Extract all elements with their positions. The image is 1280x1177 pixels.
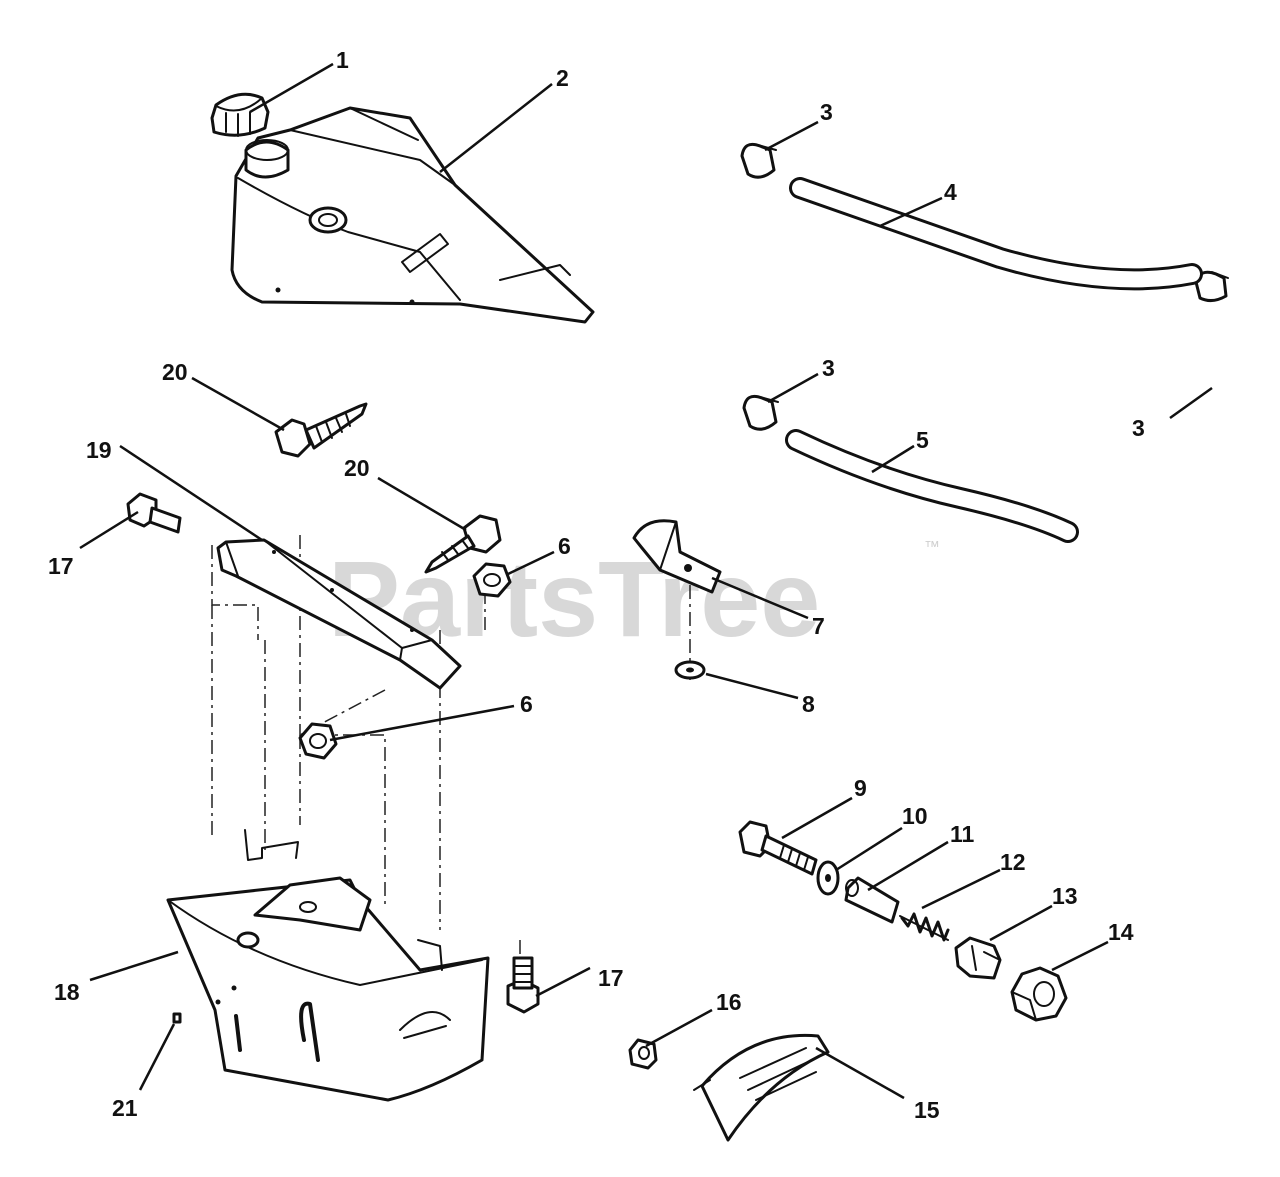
washer-icon[interactable]: [674, 660, 706, 680]
callout-14: 14: [1108, 919, 1134, 945]
pin-icon[interactable]: [172, 1012, 182, 1024]
screw-icon-upper[interactable]: [274, 402, 368, 458]
callout-15: 15: [914, 1097, 940, 1123]
callout-13: 13: [1052, 883, 1078, 909]
leader-lines: [79, 62, 1213, 1100]
assembly-lines: [211, 535, 691, 990]
bolt-icon-upper-left[interactable]: [126, 492, 182, 534]
screw-icon-lower[interactable]: [424, 514, 502, 574]
fuel-line-upper-icon[interactable]: [789, 177, 1203, 291]
small-nut-icon[interactable]: [628, 1038, 658, 1070]
callout-3-middle: 3: [822, 355, 835, 381]
gauge-plate-icon[interactable]: [693, 1033, 830, 1142]
callout-21: 21: [112, 1095, 138, 1121]
callout-12: 12: [1000, 849, 1026, 875]
cap-icon[interactable]: [210, 92, 270, 137]
callout-17-lower: 17: [598, 965, 624, 991]
bushing-clip-icon[interactable]: [954, 936, 1002, 980]
callout-labels: 1 2 3 4 3 3 5 6 6 7 8 9 10 11 12 13 14 1…: [48, 47, 1145, 1123]
bolt-icon-lower[interactable]: [506, 956, 540, 1014]
flat-washer-icon[interactable]: [816, 860, 840, 896]
callout-10: 10: [902, 803, 928, 829]
support-bracket-icon[interactable]: [216, 538, 462, 690]
callout-7: 7: [812, 613, 825, 639]
hose-clamp-icon-middle[interactable]: [742, 394, 779, 431]
fuel-line-lower-icon[interactable]: [785, 429, 1079, 543]
callout-1: 1: [336, 47, 349, 73]
long-bolt-icon[interactable]: [738, 820, 818, 876]
callout-6-lower: 6: [520, 691, 533, 717]
callout-3-top-left: 3: [820, 99, 833, 125]
callout-19: 19: [86, 437, 112, 463]
bearing-block-icon[interactable]: [1010, 966, 1068, 1022]
callout-20-upper: 20: [162, 359, 188, 385]
spacer-sleeve-icon[interactable]: [844, 876, 900, 924]
clip-bracket-icon[interactable]: [632, 519, 722, 594]
callout-4: 4: [944, 179, 957, 205]
dash-panel-icon[interactable]: [166, 829, 490, 1102]
callout-6-upper: 6: [558, 533, 571, 559]
hose-clamp-icon-top-left[interactable]: [740, 142, 777, 179]
watermark-trademark: ™: [924, 539, 940, 556]
spring-icon[interactable]: [899, 912, 950, 942]
callout-11: 11: [950, 821, 975, 847]
callout-5: 5: [916, 427, 929, 453]
callout-16: 16: [716, 989, 742, 1015]
callout-18: 18: [54, 979, 80, 1005]
callout-17-upper-left: 17: [48, 553, 74, 579]
callout-20-lower: 20: [344, 455, 370, 481]
callout-2: 2: [556, 65, 569, 91]
callout-8: 8: [802, 691, 815, 717]
hex-nut-icon-lower[interactable]: [298, 722, 338, 760]
callout-9: 9: [854, 775, 867, 801]
callout-3-right: 3: [1132, 415, 1145, 441]
fuel-tank-icon[interactable]: [230, 106, 595, 324]
hex-nut-icon-upper[interactable]: [472, 562, 512, 598]
